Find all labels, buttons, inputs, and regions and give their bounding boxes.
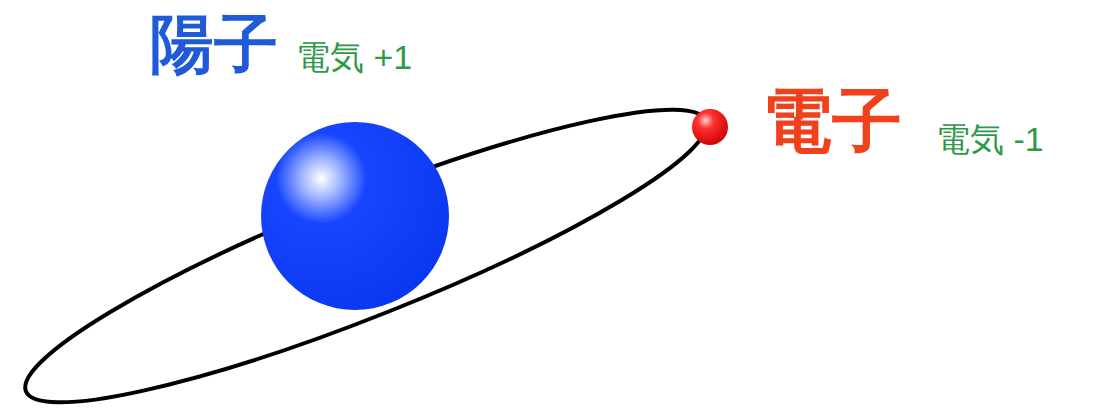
charge-label: 電気 -1 bbox=[936, 122, 1044, 156]
part-name: 陽子 bbox=[150, 12, 278, 76]
charge-label: 電気 +1 bbox=[296, 40, 412, 74]
proton-sphere bbox=[261, 122, 449, 310]
electron-sphere bbox=[692, 109, 728, 145]
part-name: 電子 bbox=[762, 86, 902, 156]
orbit-ellipse bbox=[4, 65, 728, 412]
